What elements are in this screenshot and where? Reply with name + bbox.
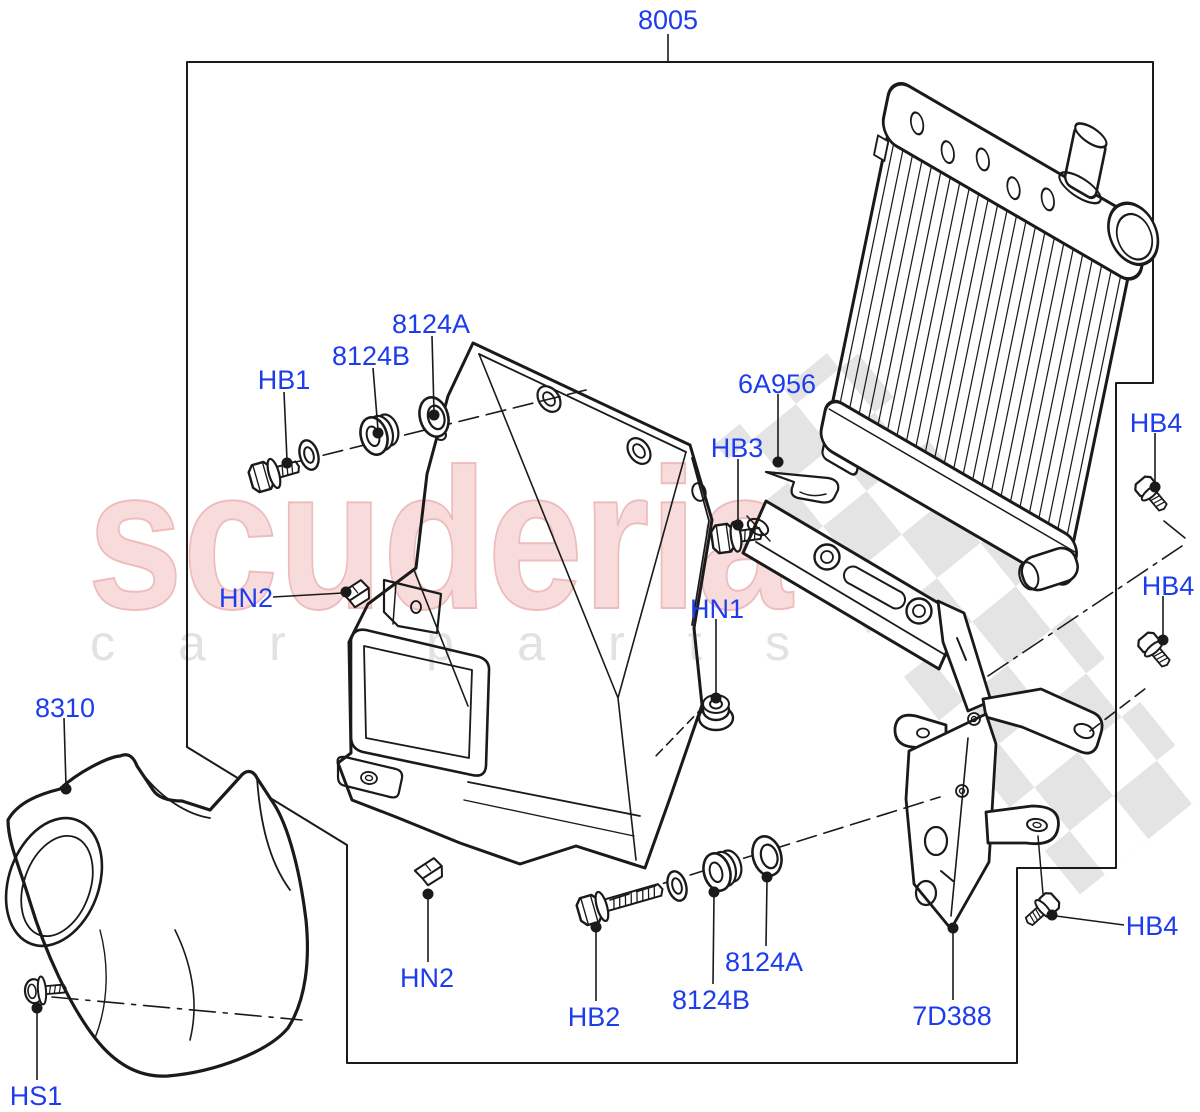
screw-hs1-drawing (23, 975, 67, 1006)
leader-dot-hs1 (31, 1002, 43, 1014)
panel-duct-mouth (349, 628, 491, 777)
rail-holes (813, 543, 933, 625)
leader-line-8124a-upper (431, 335, 435, 413)
leader-line-hb4-3 (1055, 915, 1125, 926)
leader-dot-hn2-upper (340, 586, 352, 598)
leader-dot-hb4-3 (1046, 909, 1058, 921)
bolt-hb4-1-drawing (1130, 472, 1174, 518)
radiator-fins (836, 101, 1130, 549)
radiator-outlet-pipe (1018, 546, 1079, 592)
leader-dot-hn1 (710, 692, 722, 704)
panel-screw-holes (435, 385, 707, 502)
radiator-end-tube (1107, 201, 1160, 267)
watermark-brand: scuderia (88, 428, 795, 651)
leader-dot-hb4-2 (1157, 634, 1169, 646)
leader-dot-hb4-1 (1149, 481, 1161, 493)
panel-lower-tab (336, 755, 404, 799)
air-duct-8310-drawing (4, 753, 309, 1078)
panel-upper-bracket (382, 578, 443, 635)
leader-dot-hb1 (281, 457, 293, 469)
leader-lines-layer (31, 34, 1169, 1080)
bracket-7d388-drawing (893, 599, 1104, 931)
leader-line-hb1 (283, 391, 288, 461)
radiator-top-tank (881, 82, 1148, 281)
leader-line-8124b-upper (372, 367, 379, 431)
radiator-inlet-pipe (1058, 122, 1108, 205)
bolt-hb4-3-drawing (1019, 888, 1064, 932)
oil-cooler-drawing (819, 82, 1160, 586)
clip-hn2-lower-drawing (411, 855, 448, 889)
radiator-side-clip (873, 134, 890, 162)
deflector-panel-drawing (336, 341, 714, 870)
leader-dot-hb3 (732, 519, 744, 531)
leader-dot-hn2-lower (422, 888, 434, 900)
leader-dot-8310 (60, 783, 72, 795)
leader-dot-8124a-upper (428, 409, 440, 421)
bolt-hb2-drawing (575, 875, 667, 928)
leader-line-8124a-lower (765, 879, 768, 947)
leader-line-hn2-upper (272, 592, 344, 598)
leader-dot-6a956 (772, 456, 784, 468)
leader-dot-8124b-lower (708, 886, 720, 898)
washer-lower-drawing (663, 867, 691, 905)
clip-6a956-drawing (764, 470, 840, 504)
leader-line-8310 (63, 717, 67, 787)
mounting-bracket-rail-drawing (741, 499, 964, 671)
assembly-boundary-box (186, 61, 1154, 1064)
leader-line-8124b-lower (712, 894, 715, 985)
leader-dot-8124b-upper (372, 427, 384, 439)
bushing-8124b-lower-drawing (697, 845, 748, 896)
bolt-hb4-2-drawing (1133, 628, 1177, 674)
leader-dot-7d388 (947, 922, 959, 934)
leader-dot-hb2 (590, 921, 602, 933)
radiator-tank-holes (909, 111, 1055, 212)
leader-dot-8124a-lower (761, 871, 773, 883)
